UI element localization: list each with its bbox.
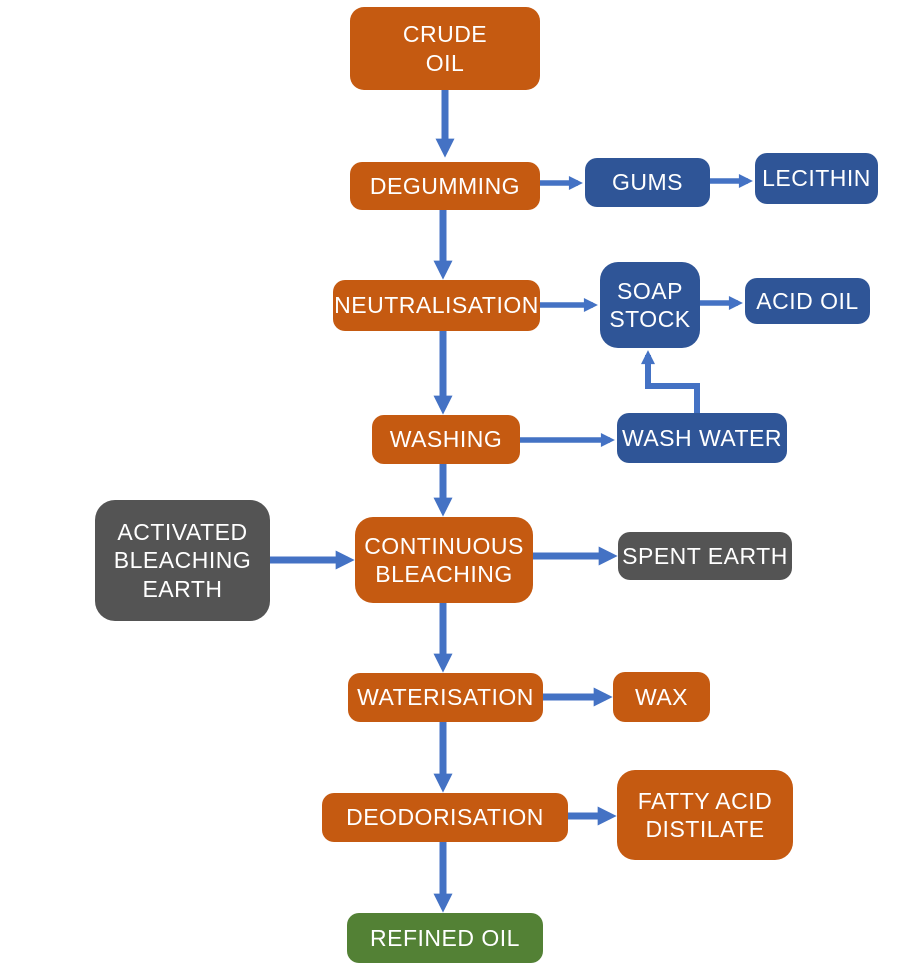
node-waterisation-label: WATERISATION bbox=[357, 684, 534, 711]
node-continuous-bleaching-label: CONTINUOUS BLEACHING bbox=[364, 532, 524, 587]
node-degumming: DEGUMMING bbox=[350, 162, 540, 210]
node-soap-stock-label: SOAP STOCK bbox=[609, 277, 691, 332]
node-fatty-acid-distilate: FATTY ACID DISTILATE bbox=[617, 770, 793, 860]
node-acid-oil-label: ACID OIL bbox=[756, 287, 859, 314]
node-acid-oil: ACID OIL bbox=[745, 278, 870, 324]
node-crude-oil-label: CRUDE OIL bbox=[402, 21, 488, 76]
node-activated-bleaching-earth: ACTIVATED BLEACHING EARTH bbox=[95, 500, 270, 621]
node-wash-water: WASH WATER bbox=[617, 413, 787, 463]
node-lecithin-label: LECITHIN bbox=[762, 165, 871, 192]
node-washing-label: WASHING bbox=[389, 426, 503, 453]
node-deodorisation-label: DEODORISATION bbox=[346, 804, 544, 831]
node-wash-water-label: WASH WATER bbox=[621, 424, 783, 451]
node-fatty-acid-distilate-label: FATTY ACID DISTILATE bbox=[637, 787, 773, 842]
node-lecithin: LECITHIN bbox=[755, 153, 878, 204]
node-spent-earth-label: SPENT EARTH bbox=[622, 542, 788, 569]
node-gums: GUMS bbox=[585, 158, 710, 207]
node-soap-stock: SOAP STOCK bbox=[600, 262, 700, 348]
node-degumming-label: DEGUMMING bbox=[369, 172, 521, 199]
node-refined-oil: REFINED OIL bbox=[347, 913, 543, 963]
node-activated-bleaching-earth-label: ACTIVATED BLEACHING EARTH bbox=[113, 519, 252, 602]
node-gums-label: GUMS bbox=[612, 169, 683, 196]
node-refined-oil-label: REFINED OIL bbox=[370, 924, 520, 951]
node-spent-earth: SPENT EARTH bbox=[618, 532, 792, 580]
node-waterisation: WATERISATION bbox=[348, 673, 543, 722]
node-deodorisation: DEODORISATION bbox=[322, 793, 568, 842]
edge-wash-water-soap-stock bbox=[641, 350, 700, 413]
node-wax: WAX bbox=[613, 672, 710, 722]
node-continuous-bleaching: CONTINUOUS BLEACHING bbox=[355, 517, 533, 603]
node-neutralisation-label: NEUTRALISATION bbox=[334, 292, 539, 319]
node-neutralisation: NEUTRALISATION bbox=[333, 280, 540, 331]
node-crude-oil: CRUDE OIL bbox=[350, 7, 540, 90]
node-wax-label: WAX bbox=[634, 683, 689, 710]
node-washing: WASHING bbox=[372, 415, 520, 464]
